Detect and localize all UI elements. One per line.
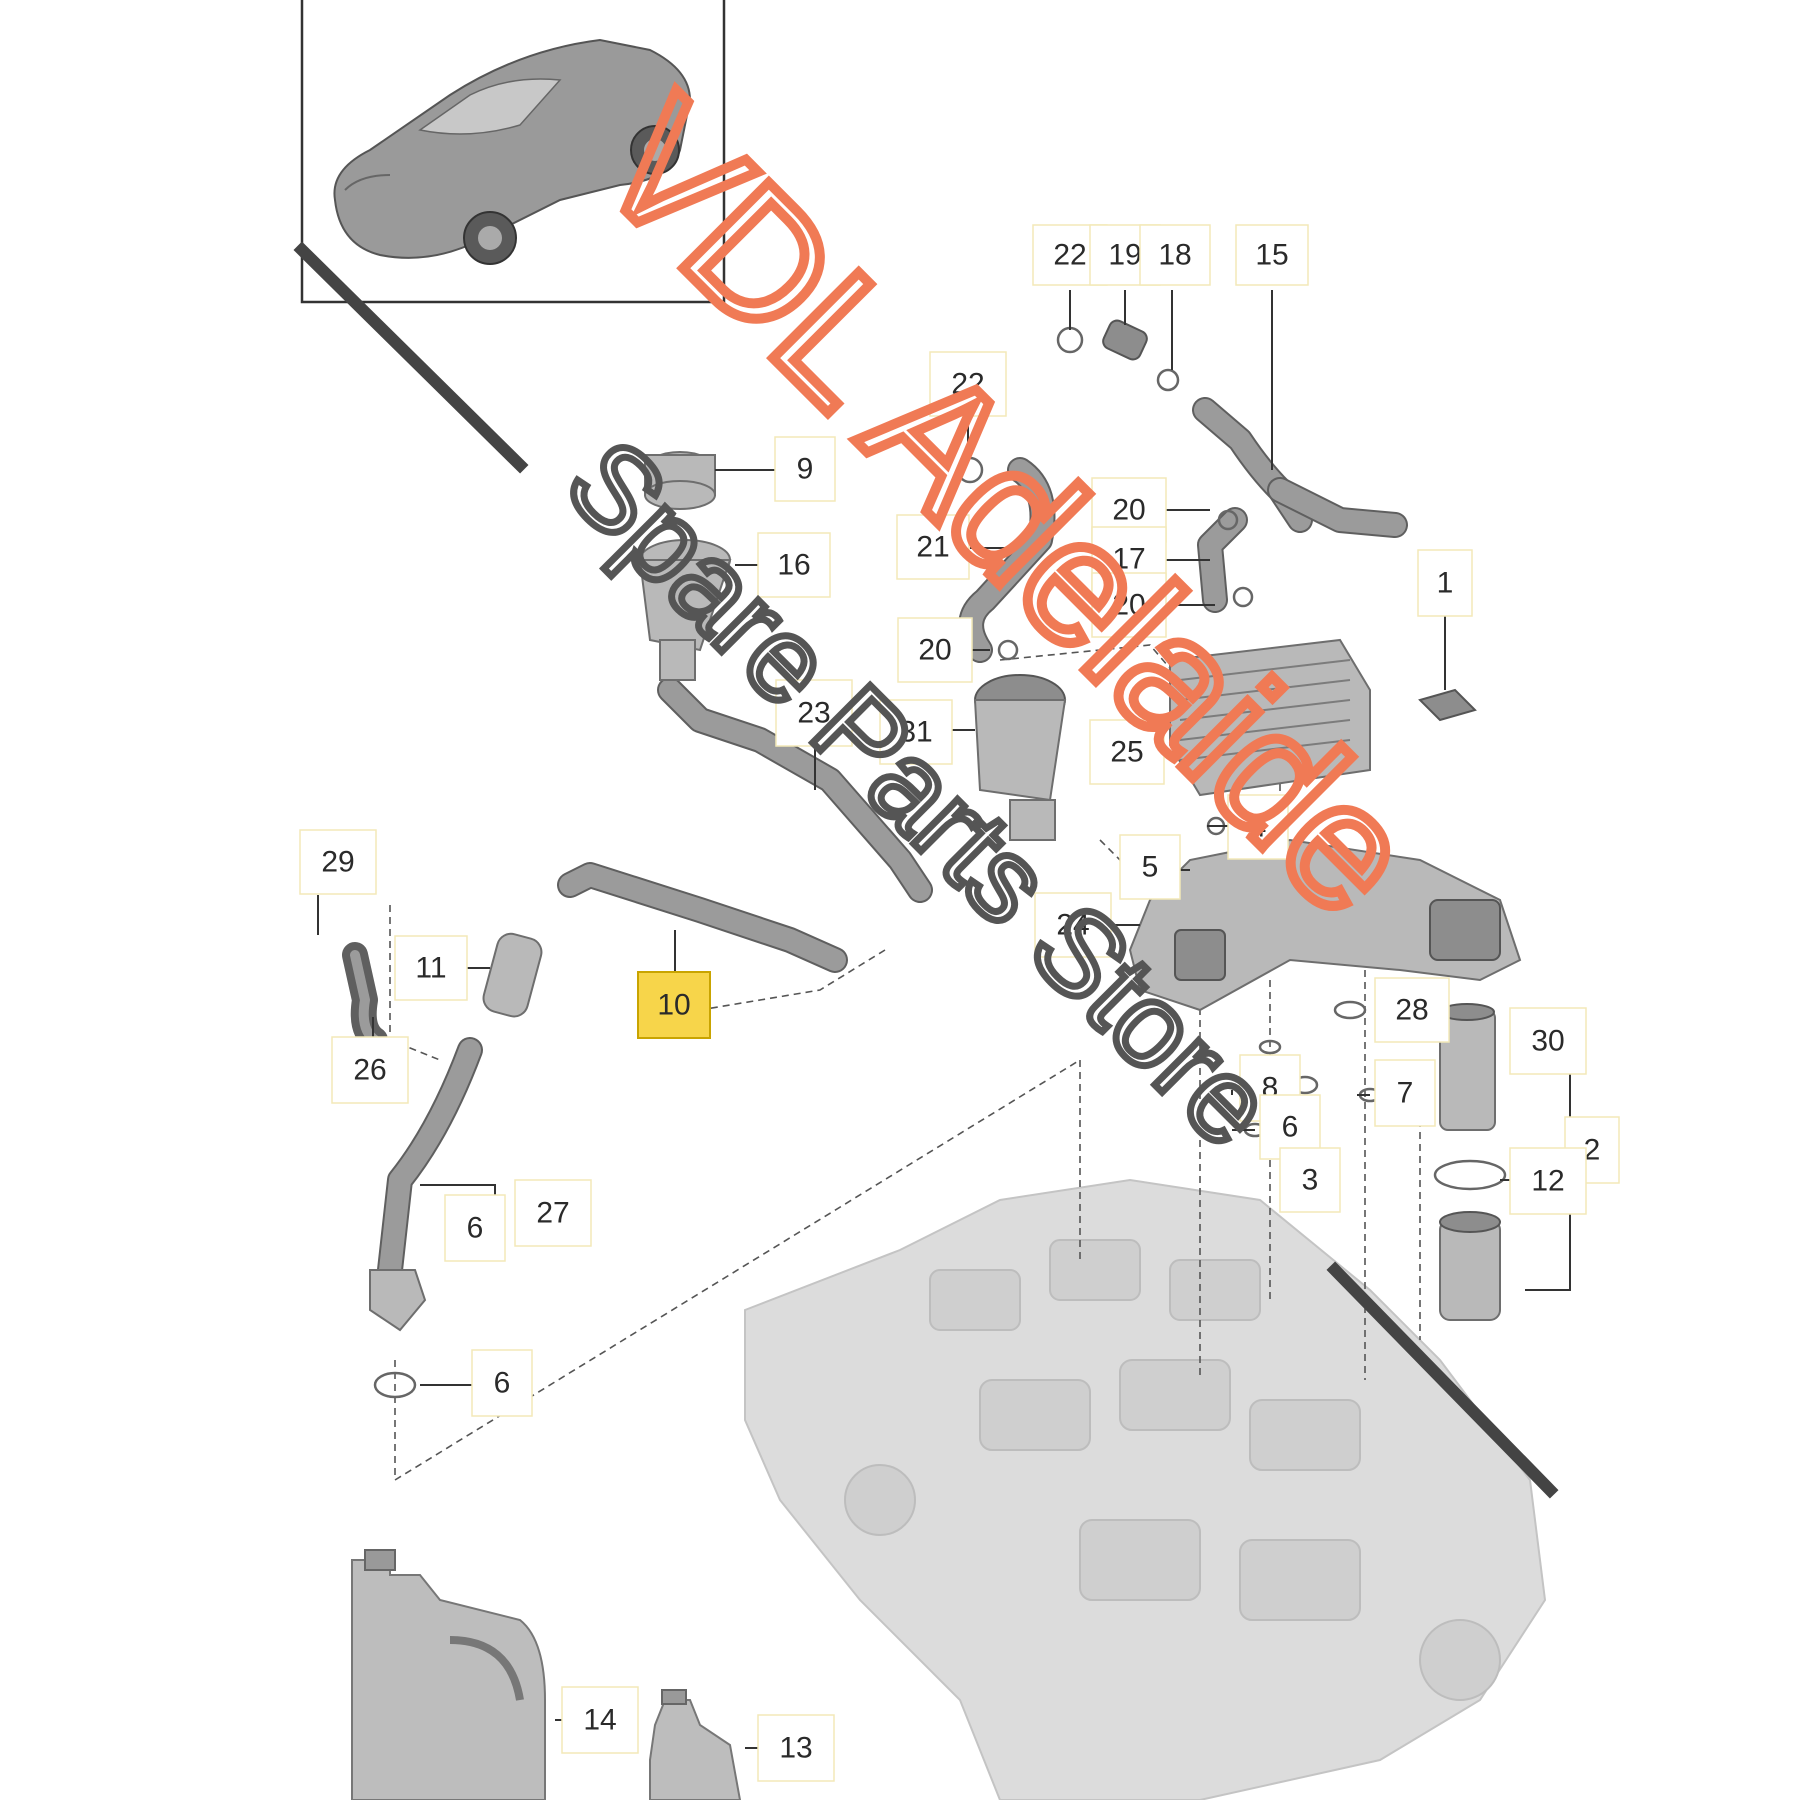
callout-4[interactable]: 4 xyxy=(1227,794,1289,860)
svg-text:25: 25 xyxy=(1110,736,1143,769)
oil-filter-insert xyxy=(1439,1003,1496,1131)
svg-text:15: 15 xyxy=(1255,239,1288,272)
svg-text:20: 20 xyxy=(918,634,951,667)
car-illustration xyxy=(333,38,692,265)
engine-block xyxy=(744,1178,1547,1800)
callout-30[interactable]: 30 xyxy=(1509,1007,1587,1075)
svg-text:9: 9 xyxy=(797,453,814,486)
oil-separator xyxy=(973,674,1067,841)
callout-labels: 22 19 18 15 22 9 16 20 xyxy=(299,224,1620,1782)
oil-cooler xyxy=(1169,638,1371,797)
svg-text:31: 31 xyxy=(899,716,932,749)
callout-18[interactable]: 18 xyxy=(1139,224,1211,286)
oil-filler-cap xyxy=(644,451,716,510)
callout-25[interactable]: 25 xyxy=(1089,719,1165,785)
oil-bottle-small xyxy=(649,1689,742,1800)
callout-24[interactable]: 24 xyxy=(1034,892,1112,958)
callout-21[interactable]: 21 xyxy=(896,514,970,580)
small-parts xyxy=(369,319,1522,1399)
svg-text:13: 13 xyxy=(779,1732,812,1765)
svg-text:19: 19 xyxy=(1108,239,1141,272)
svg-text:6: 6 xyxy=(1282,1111,1299,1144)
svg-text:5: 5 xyxy=(1142,851,1159,884)
callout-1[interactable]: 1 xyxy=(1417,549,1473,617)
svg-text:6: 6 xyxy=(494,1367,511,1400)
svg-text:26: 26 xyxy=(353,1054,386,1087)
svg-text:17: 17 xyxy=(1112,543,1145,576)
svg-text:22: 22 xyxy=(1053,239,1086,272)
oil-jug-large xyxy=(351,1549,546,1800)
svg-text:2: 2 xyxy=(1584,1134,1601,1167)
svg-text:23: 23 xyxy=(797,697,830,730)
svg-text:10: 10 xyxy=(657,989,690,1022)
svg-text:18: 18 xyxy=(1158,239,1191,272)
svg-text:11: 11 xyxy=(415,952,446,985)
hose-clips xyxy=(956,319,1254,836)
callout-31[interactable]: 31 xyxy=(879,699,953,765)
callout-27[interactable]: 27 xyxy=(514,1179,592,1247)
svg-text:30: 30 xyxy=(1531,1025,1564,1058)
callout-22-mid[interactable]: 22 xyxy=(929,351,1007,417)
svg-text:6: 6 xyxy=(467,1212,484,1245)
svg-text:3: 3 xyxy=(1302,1164,1319,1197)
callout-28[interactable]: 28 xyxy=(1374,977,1450,1043)
callout-20-b[interactable]: 20 xyxy=(1091,572,1167,638)
svg-text:12: 12 xyxy=(1531,1165,1564,1198)
callout-23[interactable]: 23 xyxy=(775,679,853,747)
callout-6-b[interactable]: 6 xyxy=(444,1194,506,1262)
oil-pressure-sensor xyxy=(1418,688,1477,722)
callout-15[interactable]: 15 xyxy=(1235,224,1309,286)
svg-text:7: 7 xyxy=(1397,1077,1414,1110)
callout-13[interactable]: 13 xyxy=(757,1714,835,1782)
car-thumbnail xyxy=(300,0,726,304)
callout-7[interactable]: 7 xyxy=(1374,1059,1436,1127)
svg-text:28: 28 xyxy=(1395,994,1428,1027)
svg-text:29: 29 xyxy=(321,846,354,879)
oil-filter-cover xyxy=(1439,1211,1501,1321)
svg-text:22: 22 xyxy=(951,368,984,401)
svg-text:27: 27 xyxy=(536,1197,569,1230)
callout-6-c[interactable]: 6 xyxy=(471,1349,533,1417)
svg-text:20: 20 xyxy=(1112,589,1145,622)
filler-neck xyxy=(638,539,732,681)
callout-14[interactable]: 14 xyxy=(561,1686,639,1754)
callout-26[interactable]: 26 xyxy=(331,1036,409,1104)
thermostat-flange xyxy=(369,1269,427,1332)
svg-text:4: 4 xyxy=(1250,811,1267,844)
callout-10-highlighted[interactable]: 10 xyxy=(637,971,711,1039)
callout-16[interactable]: 16 xyxy=(757,532,831,598)
callout-12[interactable]: 12 xyxy=(1509,1147,1587,1215)
svg-text:1: 1 xyxy=(1437,567,1454,600)
svg-text:16: 16 xyxy=(777,549,810,582)
callout-3[interactable]: 3 xyxy=(1279,1147,1341,1213)
svg-text:14: 14 xyxy=(583,1704,616,1737)
svg-text:24: 24 xyxy=(1056,909,1089,942)
svg-text:21: 21 xyxy=(916,531,949,564)
callout-29[interactable]: 29 xyxy=(299,829,377,895)
oil-filter-housing xyxy=(1128,838,1522,1012)
callout-9[interactable]: 9 xyxy=(774,436,836,502)
hoses xyxy=(342,397,1408,1283)
svg-text:20: 20 xyxy=(1112,494,1145,527)
callout-20-c[interactable]: 20 xyxy=(897,617,973,683)
callout-5[interactable]: 5 xyxy=(1119,834,1181,900)
callout-11[interactable]: 11 xyxy=(394,935,468,1001)
breather-pipe xyxy=(482,932,543,1018)
